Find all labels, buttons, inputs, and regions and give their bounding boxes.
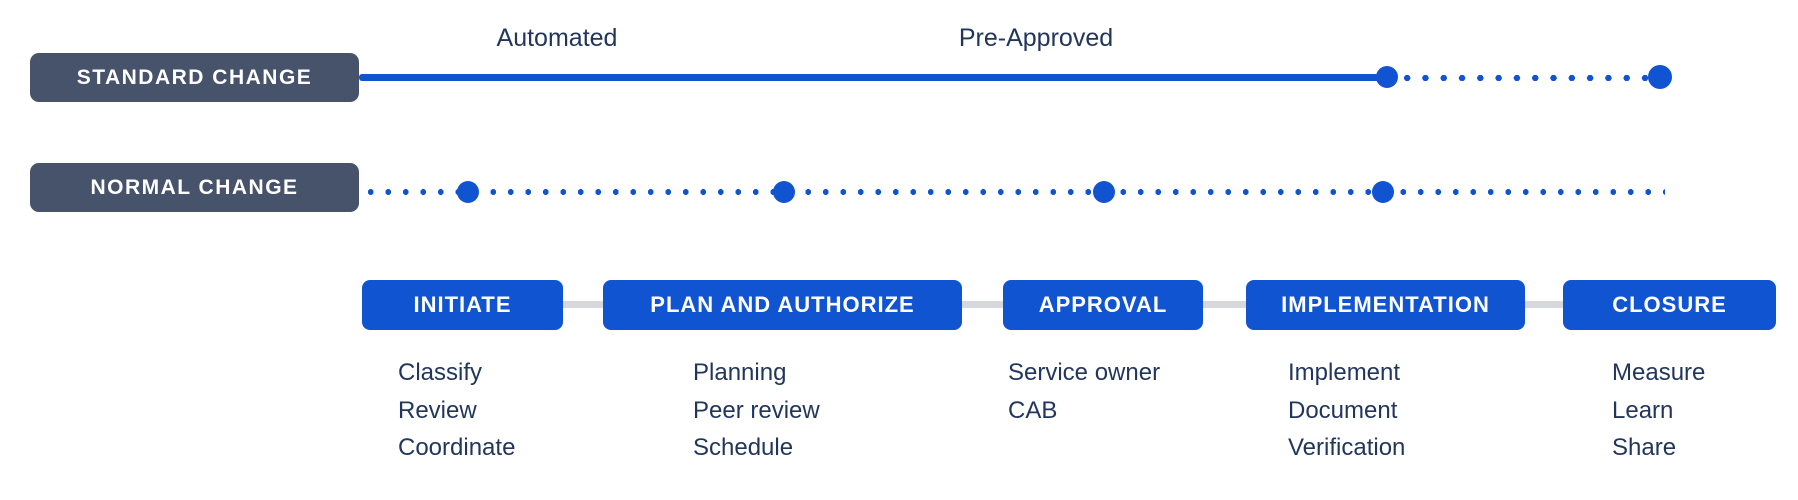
- normal-milestone-dot-plan: [773, 181, 795, 203]
- task-item: Schedule: [693, 434, 794, 461]
- task-item: Document: [1288, 396, 1398, 424]
- stage-connector: [1203, 301, 1246, 308]
- task-item: Classify: [398, 359, 483, 386]
- task-item: Service owner: [1008, 359, 1161, 386]
- stage-button-closure: CLOSURE: [1563, 280, 1776, 330]
- annotation-pre-approved: Pre-Approved: [958, 24, 1114, 52]
- normal-milestone-dot-implementation: [1372, 181, 1394, 203]
- stage-task-list-closure: Measure Learn Share: [1612, 354, 1705, 467]
- normal-milestone-dot-initiate: [457, 181, 479, 203]
- task-item: Peer review: [693, 396, 820, 424]
- normal-milestone-dot-approval: [1093, 181, 1115, 203]
- stage-button-initiate: INITIATE: [362, 280, 563, 330]
- task-item: Share: [1612, 434, 1677, 461]
- stage-task-list-implementation: Implement Document Verification: [1288, 354, 1405, 467]
- standard-milestone-dot: [1376, 66, 1398, 88]
- standard-end-dot: [1648, 65, 1672, 89]
- stage-connector: [1525, 301, 1563, 308]
- stage-button-plan-and-authorize: PLAN AND AUTHORIZE: [603, 280, 962, 330]
- standard-timeline-solid-line: [359, 74, 1387, 81]
- stage-task-list-plan-and-authorize: Planning Peer review Schedule: [693, 354, 820, 467]
- stage-task-list-initiate: Classify Review Coordinate: [398, 354, 515, 467]
- stage-button-implementation: IMPLEMENTATION: [1246, 280, 1525, 330]
- normal-change-label: NORMAL CHANGE: [30, 163, 359, 212]
- task-item: Measure: [1612, 359, 1706, 386]
- annotation-automated: Automated: [496, 24, 618, 52]
- task-item: Verification: [1288, 434, 1406, 461]
- normal-timeline-dotted-line: [362, 188, 1665, 196]
- stage-button-approval: APPROVAL: [1003, 280, 1203, 330]
- standard-change-label: STANDARD CHANGE: [30, 53, 359, 102]
- task-item: Learn: [1612, 396, 1674, 424]
- task-item: Implement: [1288, 359, 1401, 386]
- stage-connector: [962, 301, 1003, 308]
- task-item: Coordinate: [398, 434, 516, 461]
- task-item: Planning: [693, 359, 787, 386]
- stage-task-list-approval: Service owner CAB: [1008, 354, 1160, 429]
- stage-connector: [563, 301, 603, 308]
- task-item: CAB: [1008, 396, 1058, 424]
- standard-timeline-dotted-line: [1398, 74, 1650, 82]
- task-item: Review: [398, 396, 477, 424]
